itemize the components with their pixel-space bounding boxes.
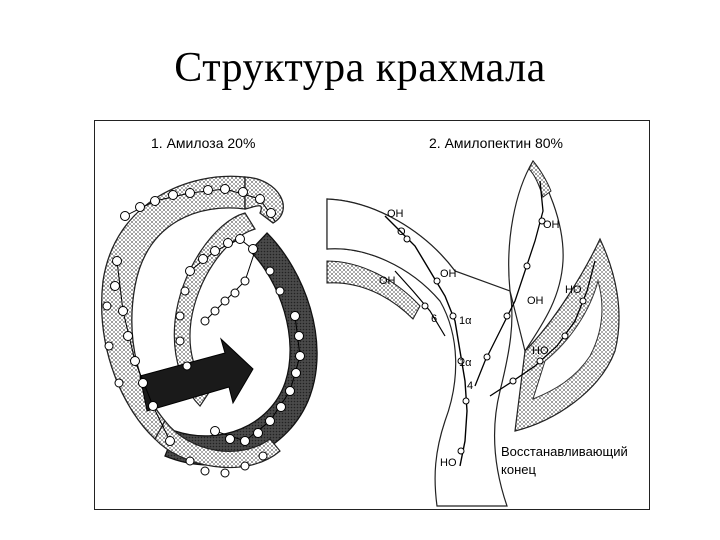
o-label: O — [397, 226, 406, 238]
reducing-end-label-line1: Восстанавливающий — [501, 444, 628, 459]
pos-4-label: 4 — [467, 380, 473, 392]
oh-label: OH — [527, 295, 544, 307]
oh-label: OH — [379, 275, 396, 287]
pos-6-label: 6 — [431, 313, 437, 325]
starch-diagram: 1. Амилоза 20% 2. Амилопектин 80% — [101, 135, 628, 507]
reducing-end-label-line2: конец — [501, 462, 536, 477]
oh-label: OH — [387, 208, 404, 220]
amylose-label: 1. Амилоза 20% — [151, 135, 255, 151]
ho-label: HO — [440, 457, 457, 469]
amylopectin-branches: OH O OH OH 6 1α 1α 4 OH OH HO HO HO — [326, 159, 620, 507]
ho-label: HO — [565, 284, 582, 296]
amylopectin-label: 2. Амилопектин 80% — [429, 135, 563, 151]
ho-label: HO — [532, 345, 549, 357]
bond-1a-label: 1α — [459, 357, 472, 369]
oh-label: OH — [543, 219, 560, 231]
bond-1a-label: 1α — [459, 315, 472, 327]
oh-label: OH — [440, 268, 457, 280]
slide-title: Структура крахмала — [174, 45, 546, 91]
amylose-helix — [101, 175, 318, 478]
starch-structure-figure: 1. Амилоза 20% 2. Амилопектин 80% — [94, 120, 650, 510]
